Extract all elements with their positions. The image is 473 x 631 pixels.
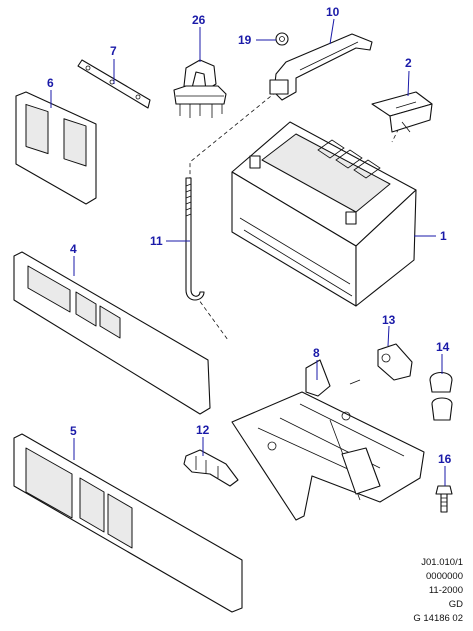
part-14-cable-clips: [429, 371, 453, 421]
callout-10: 10: [326, 5, 340, 19]
part-8-battery-tray: [231, 359, 425, 521]
callout-13: 13: [382, 313, 396, 327]
drawing-code: J01.010/1: [421, 557, 463, 568]
callout-6: 6: [47, 76, 54, 90]
callout-14: 14: [436, 340, 450, 354]
drawing-id: G 14186 02: [413, 613, 463, 624]
part-6-pad: [15, 91, 97, 205]
part-10-hold-down-bracket: [269, 33, 373, 101]
leader-lines: [50, 18, 446, 486]
drawing-number: 0000000: [426, 571, 463, 582]
part-4-tray-pad: [13, 251, 211, 415]
callout-12: 12: [196, 423, 210, 437]
callout-26: 26: [192, 13, 206, 27]
callout-2: 2: [405, 56, 412, 70]
part-13-terminal-cover: [377, 343, 413, 381]
drawing-initials: GD: [448, 599, 463, 610]
drawing-reference-block: J01.010/1 0000000 11-2000 GD G 14186 02: [413, 556, 463, 626]
drawing-date: 11-2000: [428, 585, 463, 596]
callout-11: 11: [150, 234, 163, 248]
part-26-terminal-clamp: [173, 59, 227, 118]
part-5-base-pad: [13, 433, 243, 613]
callout-7: 7: [110, 44, 117, 58]
part-16-bolt: [435, 485, 453, 513]
part-2-bracket-plate: [371, 91, 433, 133]
callout-1: 1: [440, 229, 447, 243]
part-1-battery: [231, 121, 417, 307]
part-19-nut: [275, 32, 289, 46]
part-11-j-bolt: [185, 177, 205, 301]
callout-5: 5: [70, 424, 77, 438]
callout-numbers: 26 19 10 2 7 6 4 5 11 1 8 12 13 14 16: [47, 5, 452, 466]
part-12-clip: [183, 449, 239, 487]
callout-4: 4: [70, 242, 77, 256]
callout-19: 19: [238, 33, 252, 47]
callout-8: 8: [313, 346, 320, 360]
callout-16: 16: [438, 452, 452, 466]
